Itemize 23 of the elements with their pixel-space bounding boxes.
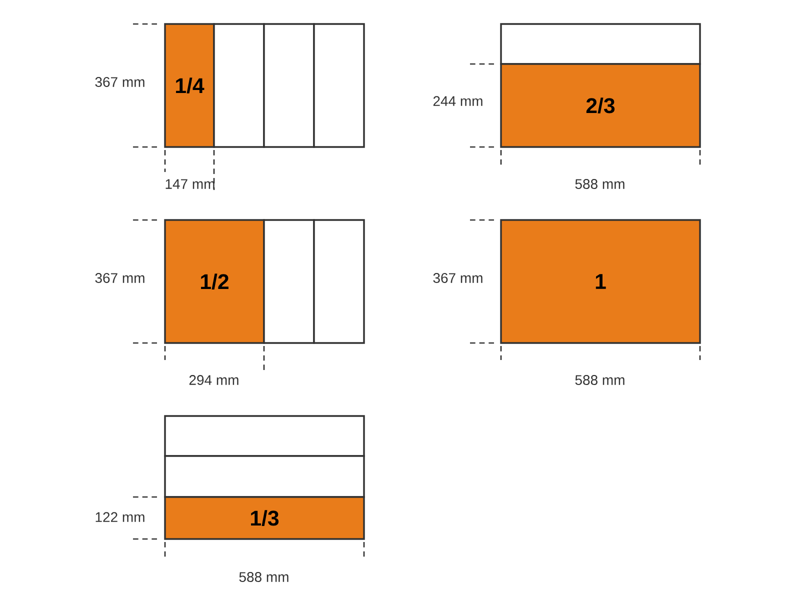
dimension-label: 294 mm xyxy=(189,375,238,385)
fraction-box: 1/2 xyxy=(164,219,265,344)
fraction-box: 2/3 xyxy=(500,63,701,148)
empty-box xyxy=(313,23,365,148)
dimension-label: 367 mm xyxy=(95,273,144,283)
empty-box xyxy=(313,219,365,344)
empty-box xyxy=(164,415,365,457)
empty-box xyxy=(263,219,315,344)
empty-box xyxy=(263,23,315,148)
fraction-box: 1 xyxy=(500,219,701,344)
empty-box xyxy=(164,455,365,498)
dimension-label: 367 mm xyxy=(95,77,144,87)
fraction-box: 1/3 xyxy=(164,496,365,540)
dimension-label: 244 mm xyxy=(433,96,482,106)
empty-box xyxy=(500,23,701,65)
dimension-label: 122 mm xyxy=(96,512,144,522)
dimension-label: 588 mm xyxy=(575,375,624,385)
dimension-label: 147 mm xyxy=(166,179,214,189)
empty-box xyxy=(213,23,265,148)
fraction-box: 1/4 xyxy=(164,23,215,148)
dimension-label: 367 mm xyxy=(433,273,482,283)
dimension-label: 588 mm xyxy=(575,179,624,189)
dimension-label: 588 mm xyxy=(239,572,288,582)
